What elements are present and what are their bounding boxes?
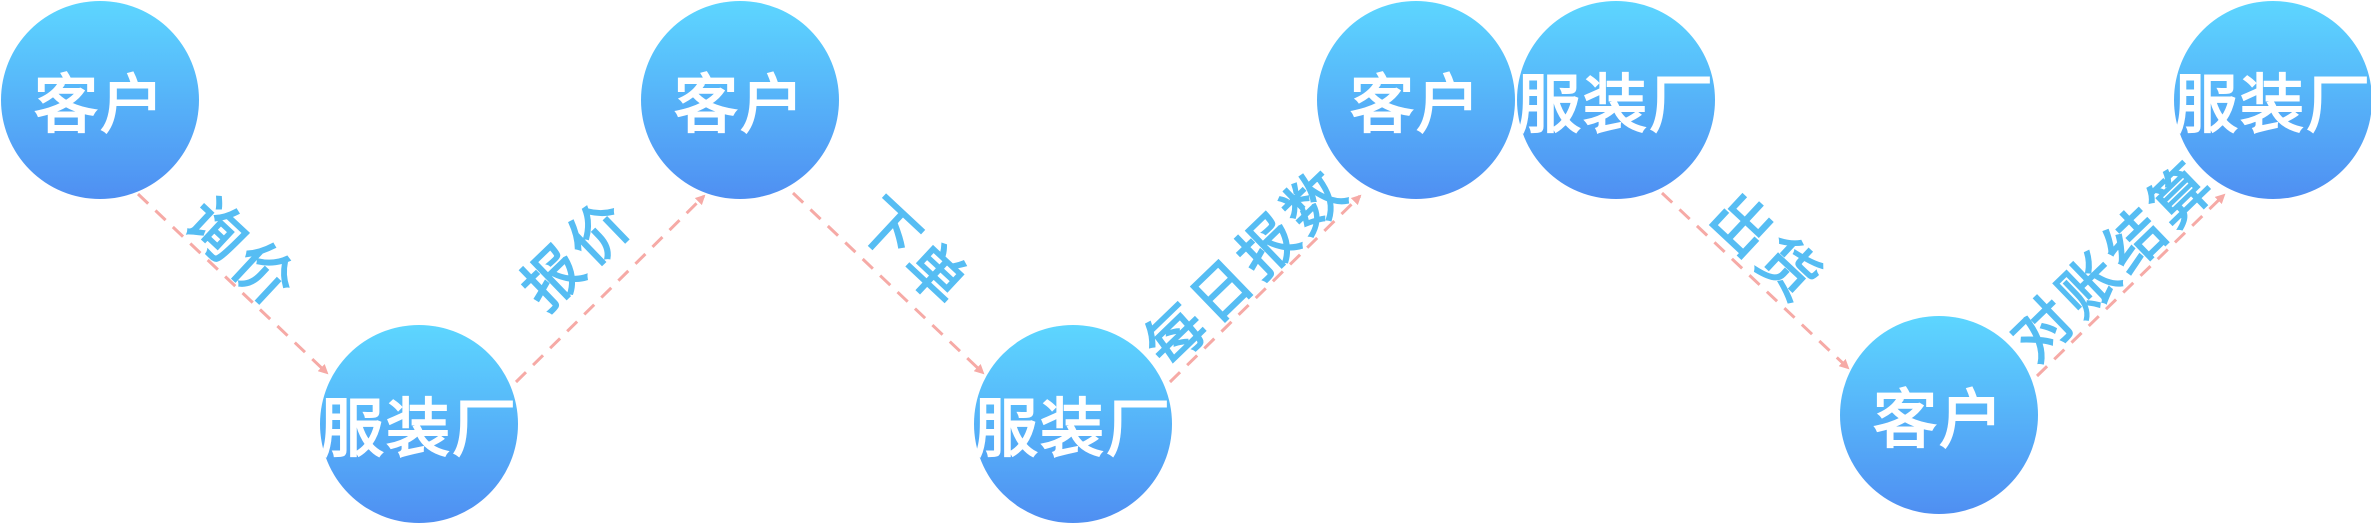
node-customer-2: 客户 (641, 1, 839, 199)
node-factory-2: 服装厂 (974, 325, 1172, 523)
node-label: 客户 (34, 69, 166, 143)
edge-n3-n4 (791, 191, 985, 375)
node-label: 客户 (674, 69, 806, 143)
edge-n4-n5 (1168, 194, 1362, 384)
node-label: 客户 (1873, 384, 2005, 458)
edge-n2-n3 (514, 194, 706, 384)
edge-n6-n7 (1660, 191, 1850, 370)
node-label: 服装厂 (2174, 69, 2371, 143)
node-label: 服装厂 (974, 393, 1172, 467)
node-label: 服装厂 (320, 393, 518, 467)
node-factory-1: 服装厂 (320, 325, 518, 523)
node-label: 服装厂 (1517, 69, 1715, 143)
edge-n7-n8 (2035, 193, 2226, 378)
node-label: 客户 (1350, 69, 1482, 143)
node-customer-4: 客户 (1840, 316, 2038, 514)
node-factory-3: 服装厂 (1517, 1, 1715, 199)
edge-n1-n2 (136, 192, 329, 375)
node-factory-4: 服装厂 (2174, 1, 2371, 199)
node-customer-3: 客户 (1317, 1, 1515, 199)
node-customer-1: 客户 (1, 1, 199, 199)
